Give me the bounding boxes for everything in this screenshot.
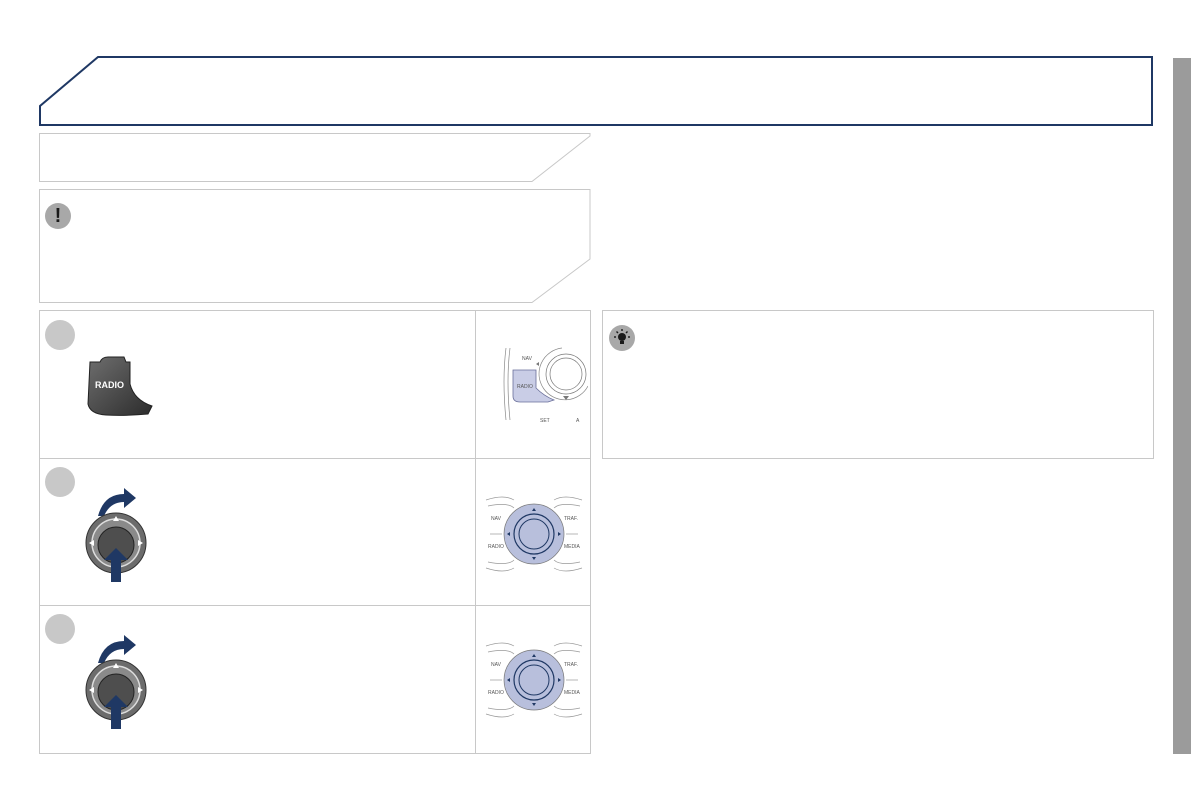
lightbulb-icon <box>609 325 635 351</box>
detail-media-label: MEDIA <box>564 690 581 696</box>
detail-nav-label: NAV <box>491 516 502 522</box>
detail-radio-label: RADIO <box>517 384 533 390</box>
detail-traf-label: TRAF. <box>564 516 578 522</box>
detail-nav-label: NAV <box>491 662 502 668</box>
detail-traf-label: TRAF. <box>564 662 578 668</box>
rotate-arrow-icon <box>98 635 136 663</box>
press-arrow-icon <box>104 548 128 582</box>
subheading-box <box>39 133 591 182</box>
detail-a-label: A <box>576 418 580 424</box>
rotate-arrow-icon <box>98 488 136 516</box>
exclamation-icon: ! <box>45 203 71 229</box>
step-2-knob[interactable] <box>84 488 164 588</box>
step-1-detail-drawing: NAV RADIO SET A <box>503 347 588 424</box>
header-frame <box>39 56 1153 126</box>
step-1-marker <box>45 320 75 350</box>
detail-media-label: MEDIA <box>564 544 581 550</box>
step-2-detail-drawing: NAV RADIO TRAF. MEDIA <box>485 496 583 572</box>
chapter-side-bar <box>1173 58 1191 754</box>
step-2-marker <box>45 467 75 497</box>
radio-button-label: RADIO <box>95 380 124 390</box>
detail-set-label: SET <box>540 418 550 424</box>
detail-radio-label: RADIO <box>488 690 504 696</box>
step-3-knob[interactable] <box>84 635 164 735</box>
press-arrow-icon <box>104 695 128 729</box>
radio-button[interactable]: RADIO <box>86 356 156 418</box>
detail-radio-label: RADIO <box>488 544 504 550</box>
detail-nav-label: NAV <box>522 356 533 362</box>
step-3-marker <box>45 614 75 644</box>
step-3-detail-drawing: NAV RADIO TRAF. MEDIA <box>485 642 583 718</box>
tip-box <box>602 310 1154 459</box>
warning-box <box>39 189 591 303</box>
